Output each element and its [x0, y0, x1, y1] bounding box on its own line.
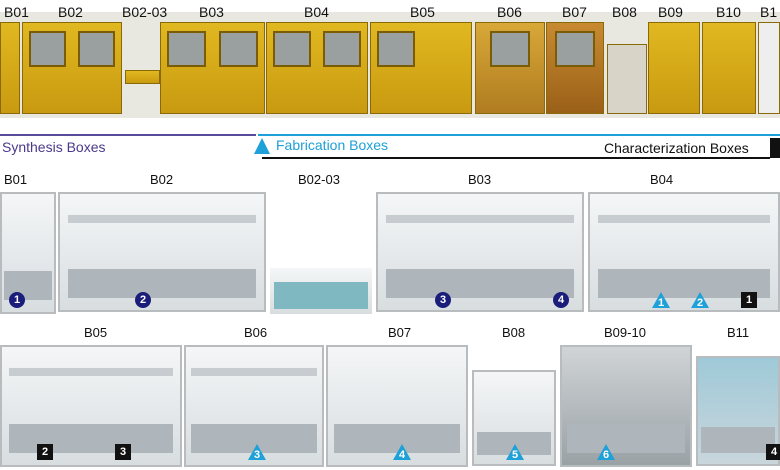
badge-text: 2 — [696, 296, 704, 309]
badge-text: 3 — [253, 448, 261, 461]
fabrication-triangle-icon — [254, 138, 270, 154]
panel-b09-10 — [560, 345, 692, 467]
lab-photo: B01 B02 B02-03 B03 B04 B05 B06 B07 B08 B… — [0, 0, 780, 118]
top-label: B01 — [4, 4, 29, 20]
box-label: B04 — [650, 172, 674, 187]
box-label: B07 — [388, 325, 412, 340]
top-label: B08 — [612, 4, 637, 20]
badge-text: 1 — [657, 296, 665, 309]
machine-b04 — [266, 22, 368, 114]
synthesis-line — [0, 134, 256, 136]
badge-circle: 1 — [9, 292, 25, 308]
badge-circle: 2 — [135, 292, 151, 308]
badge-circle: 4 — [553, 292, 569, 308]
machine-b10 — [702, 22, 756, 114]
box-label: B01 — [4, 172, 28, 187]
panel-b01 — [0, 192, 56, 314]
machine-b02-03 — [125, 70, 160, 84]
badge-square: 1 — [741, 292, 757, 308]
machine-b03 — [160, 22, 265, 114]
badge-square: 4 — [766, 444, 780, 460]
panel-b06 — [184, 345, 324, 467]
top-label: B06 — [497, 4, 522, 20]
machine-b02 — [22, 22, 122, 114]
box-label: B11 — [727, 325, 750, 340]
box-label: B09-10 — [604, 325, 646, 340]
characterization-line — [262, 157, 770, 159]
top-label: B10 — [716, 4, 741, 20]
machine-b01 — [0, 22, 20, 114]
machine-b11 — [758, 22, 780, 114]
characterization-label: Characterization Boxes — [604, 140, 749, 156]
panel-b02 — [58, 192, 266, 312]
panel-b05 — [0, 345, 182, 467]
machine-b06 — [475, 22, 545, 114]
fabrication-label: Fabrication Boxes — [276, 137, 389, 153]
box-label: B06 — [244, 325, 268, 340]
top-label: B04 — [304, 4, 329, 20]
top-label: B02-03 — [122, 4, 168, 20]
top-label: B05 — [410, 4, 435, 20]
panel-b04 — [588, 192, 780, 312]
box-label: B08 — [502, 325, 526, 340]
fabrication-line — [258, 134, 780, 136]
badge-text: 4 — [398, 448, 406, 461]
top-label: B09 — [658, 4, 683, 20]
synthesis-label: Synthesis Boxes — [2, 139, 106, 155]
characterization-square-icon — [770, 138, 780, 158]
top-label: B1 — [760, 4, 778, 20]
machine-b05 — [370, 22, 472, 114]
top-label: B07 — [562, 4, 587, 20]
machine-b08 — [607, 44, 647, 114]
box-label: B05 — [84, 325, 108, 340]
badge-square: 3 — [115, 444, 131, 460]
machine-b09 — [648, 22, 700, 114]
top-label: B02 — [58, 4, 83, 20]
box-label: B03 — [468, 172, 492, 187]
panel-b03 — [376, 192, 584, 312]
panel-b07 — [326, 345, 468, 467]
machine-b07 — [546, 22, 604, 114]
badge-square: 2 — [37, 444, 53, 460]
panel-b02-03 — [270, 268, 372, 314]
box-label: B02-03 — [298, 172, 340, 187]
box-label: B02 — [150, 172, 174, 187]
badge-text: 6 — [602, 448, 610, 461]
badge-text: 5 — [511, 448, 519, 461]
badge-circle: 3 — [435, 292, 451, 308]
top-label: B03 — [199, 4, 224, 20]
